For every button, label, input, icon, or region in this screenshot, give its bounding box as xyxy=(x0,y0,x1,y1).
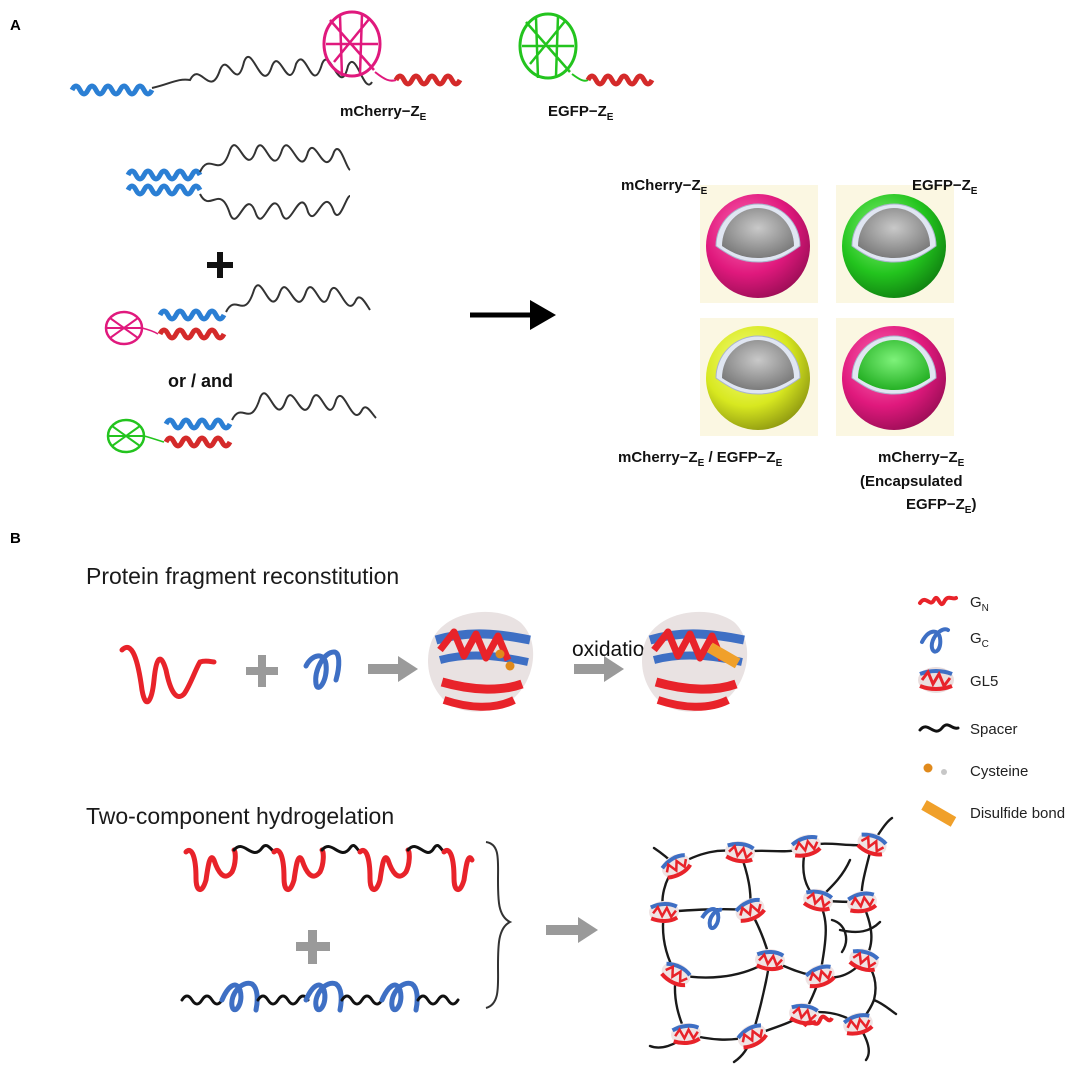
network-gl5-nodes xyxy=(649,832,888,1050)
label-egfp-top: EGFP−ZE xyxy=(548,103,614,123)
legend-gn-swatch xyxy=(918,595,958,606)
network-gl5-node xyxy=(842,1012,874,1036)
label-vesicle-mcherry: mCherry−ZE xyxy=(621,177,708,197)
legend-spacer-label: Spacer xyxy=(970,721,1018,738)
egfp-construct xyxy=(106,392,377,454)
network-gl5-node xyxy=(848,948,880,973)
network-gl5-node xyxy=(804,964,836,989)
gc-fragment xyxy=(303,649,342,690)
legend-gc-label: GC xyxy=(970,630,989,650)
gl5-folded-reduced xyxy=(428,611,534,712)
vesicle-mcherry xyxy=(706,194,810,298)
label-or-and: or / and xyxy=(168,371,233,391)
dimer-coils xyxy=(199,144,351,220)
network-gl5-node xyxy=(660,961,692,988)
network-gl5-node xyxy=(736,1023,768,1050)
heading-hydrogelation: Two-component hydrogelation xyxy=(86,803,394,829)
network-gl5-node xyxy=(802,888,834,912)
gl5-folded-oxidized xyxy=(642,611,748,712)
network-free-gc xyxy=(700,907,723,931)
network-gl5-node xyxy=(790,834,822,858)
legend-gl5-label: GL5 xyxy=(970,673,998,690)
label-vesicle-egfp: EGFP−ZE xyxy=(912,177,978,197)
panel-b-letter: B xyxy=(10,530,21,547)
network-gl5-node xyxy=(755,948,785,972)
gn-polymer xyxy=(183,844,475,892)
legend-gn-label: GN xyxy=(970,594,989,614)
top-blue-helix xyxy=(69,83,155,97)
legend-gc-swatch xyxy=(920,627,950,654)
network-gl5-node xyxy=(649,900,679,924)
label-oxidation: oxidation xyxy=(572,638,656,661)
mcherry-red-helix-top xyxy=(393,73,463,87)
vesicle-egfp xyxy=(842,194,946,298)
plus-sign-a xyxy=(207,252,233,278)
dimer-blue-helices xyxy=(125,168,203,197)
vesicle-encapsulated xyxy=(842,326,946,430)
network-gl5-node xyxy=(671,1022,701,1046)
label-vesicle-encap-1: mCherry−ZE xyxy=(878,449,965,469)
egfp-barrel-top xyxy=(518,12,589,82)
plus-sign-b2 xyxy=(296,930,330,964)
vesicle-mixed xyxy=(706,326,810,430)
legend-cysteine-swatch xyxy=(923,763,947,775)
arrow-b-gel xyxy=(546,917,598,943)
panel-a-letter: A xyxy=(10,17,21,34)
plus-sign-b1 xyxy=(246,655,278,687)
legend-spacer-swatch xyxy=(918,723,960,733)
arrow-assembly xyxy=(470,300,556,330)
label-mcherry-top: mCherry−ZE xyxy=(340,103,427,123)
brace xyxy=(485,841,513,1009)
network-gl5-node xyxy=(856,832,888,857)
arrow-b-oxidation xyxy=(574,656,624,682)
gc-polymer xyxy=(180,980,460,1013)
heading-fragment-reconstitution: Protein fragment reconstitution xyxy=(86,563,399,589)
network-gl5-node xyxy=(660,853,692,880)
legend-disulfide-swatch xyxy=(921,800,957,827)
label-vesicle-encap-2: (Encapsulated xyxy=(860,473,963,490)
mcherry-barrel-top xyxy=(322,10,397,82)
hydrogel-network xyxy=(648,816,898,1064)
top-coil-chain xyxy=(151,55,373,89)
network-gl5-node xyxy=(734,897,766,923)
legend-cysteine-label: Cysteine xyxy=(970,763,1028,780)
label-vesicle-encap-3: EGFP−ZE) xyxy=(906,496,976,516)
legend-gl5-swatch xyxy=(918,667,954,693)
egfp-red-helix-top xyxy=(585,73,655,87)
legend: GN GC GL5 Spacer Cysteine Disulfide bond xyxy=(918,594,1065,827)
label-vesicle-mixed: mCherry−ZE / EGFP−ZE xyxy=(618,449,783,469)
gn-fragment xyxy=(119,645,217,705)
legend-disulfide-label: Disulfide bond xyxy=(970,805,1065,822)
mcherry-construct xyxy=(104,284,371,346)
network-gl5-node xyxy=(725,840,755,864)
network-gl5-node xyxy=(847,890,878,914)
network-free-gn xyxy=(802,1014,834,1028)
arrow-b1 xyxy=(368,656,418,682)
